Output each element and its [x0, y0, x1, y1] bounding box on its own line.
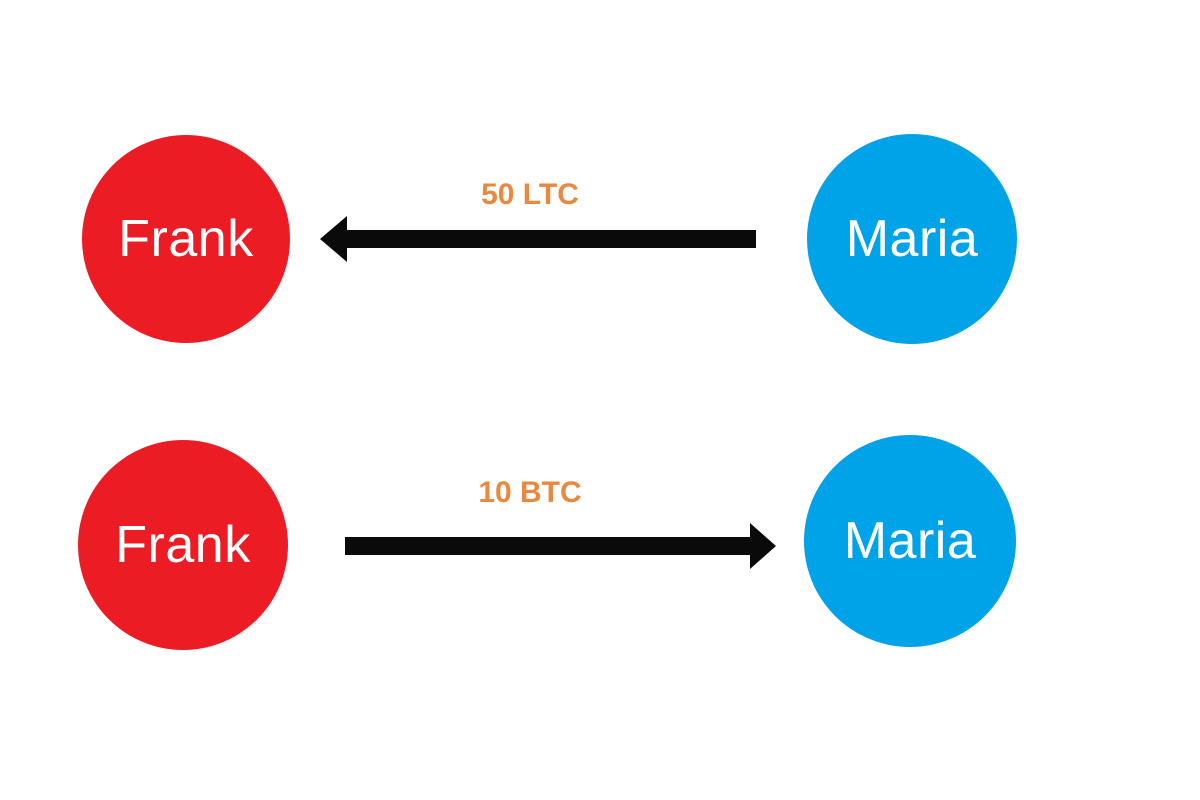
arrow-head — [320, 216, 347, 262]
node-maria: Maria — [807, 134, 1017, 344]
arrow-head — [750, 523, 776, 569]
node-label: Frank — [118, 210, 254, 268]
arrow-shaft — [345, 537, 751, 555]
node-maria: Maria — [804, 435, 1016, 647]
node-label: Maria — [843, 512, 977, 570]
node-frank: Frank — [78, 440, 288, 650]
node-frank: Frank — [82, 135, 290, 343]
amount-label: 50 LTC — [481, 178, 579, 211]
arrow-right-icon — [345, 523, 776, 569]
arrow-left-icon — [320, 216, 756, 262]
amount-label: 10 BTC — [478, 476, 582, 509]
node-label: Frank — [115, 516, 251, 574]
arrow-shaft — [346, 230, 756, 248]
node-label: Maria — [845, 210, 979, 268]
